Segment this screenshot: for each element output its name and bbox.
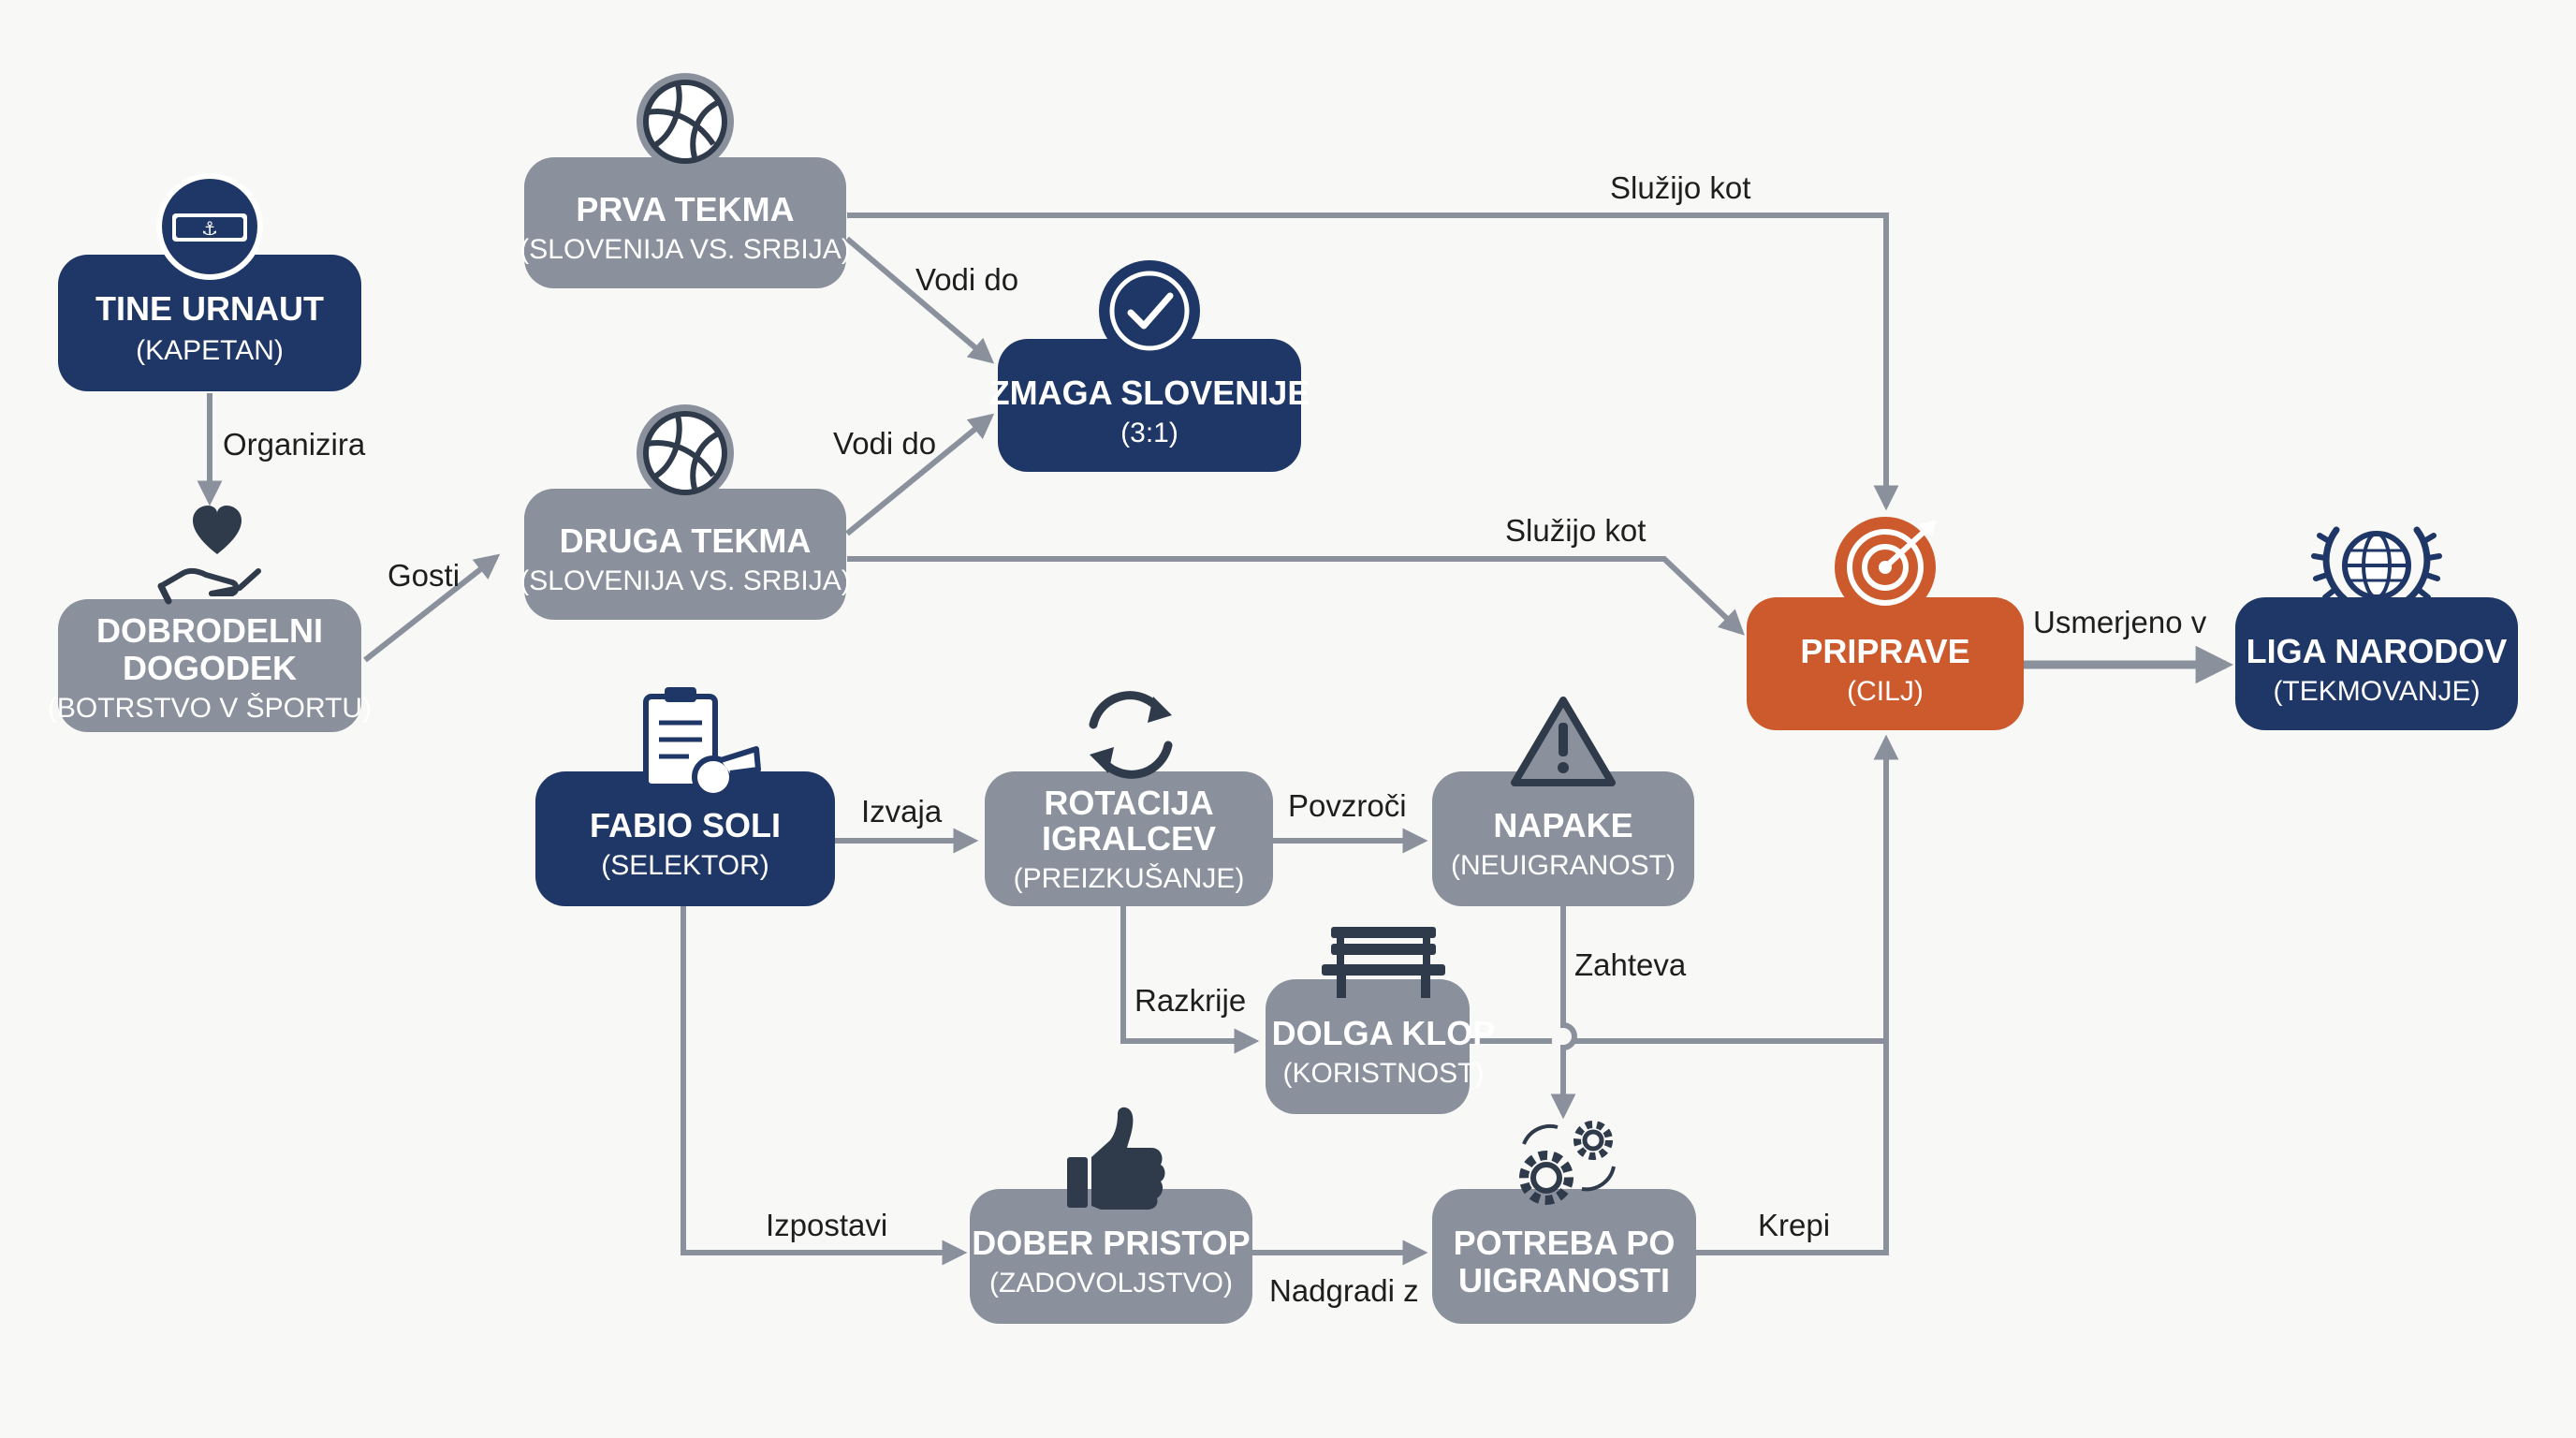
node-title: DRUGA TEKMA	[560, 521, 812, 560]
node-subtitle: (BOTRSTVO V ŠPORTU)	[48, 692, 372, 724]
edge-sluzijo-kot-1	[847, 213, 1899, 511]
rotation-arrows-icon	[1089, 691, 1173, 779]
node-dober-pristop[interactable]: DOBER PRISTOP (ZADOVOLJSTVO)	[970, 1107, 1252, 1324]
node-subtitle: (TEKMOVANJE)	[2273, 676, 2480, 707]
edge-izpostavi	[681, 906, 968, 1266]
node-fabio-soli[interactable]: FABIO SOLI (SELEKTOR)	[535, 687, 835, 906]
edge-krepi	[1696, 1041, 1889, 1255]
node-title-line1: DOBRODELNI	[96, 611, 323, 650]
captain-armband-icon: ⚓	[156, 173, 263, 280]
node-subtitle: (NEUIGRANOST)	[1451, 850, 1676, 881]
edge-vodi-do-1	[845, 236, 995, 364]
node-title-line1: POTREBA PO	[1454, 1224, 1676, 1262]
edge-sluzijo-kot-2	[847, 556, 1745, 636]
node-title: PRIPRAVE	[1800, 632, 1969, 670]
edge-label-vodi-do-2: Vodi do	[833, 426, 936, 461]
edge-gosti	[363, 553, 501, 663]
node-title: DOLGA KLOP	[1272, 1014, 1496, 1052]
target-icon	[1835, 517, 1936, 618]
node-subtitle: (KAPETAN)	[136, 335, 284, 366]
node-subtitle: (SELEKTOR)	[601, 850, 769, 881]
node-title-line2: UIGRANOSTI	[1458, 1261, 1670, 1299]
edge-label-izvaja: Izvaja	[861, 794, 943, 829]
node-subtitle: (3:1)	[1120, 418, 1178, 448]
node-title: NAPAKE	[1493, 806, 1632, 844]
bench-icon	[1322, 927, 1445, 998]
node-subtitle: (PREIZKUŠANJE)	[1014, 862, 1245, 894]
node-rotacija-igralcev[interactable]: ROTACIJA IGRALCEV (PREIZKUŠANJE)	[985, 691, 1273, 906]
node-liga-narodov[interactable]: LIGA NARODOV (TEKMOVANJE)	[2235, 526, 2518, 730]
node-title: TINE URNAUT	[95, 289, 324, 328]
svg-text:⚓: ⚓	[201, 217, 218, 240]
node-dobrodelni-dogodek[interactable]: DOBRODELNI DOGODEK (BOTRSTVO V ŠPORTU)	[48, 506, 372, 732]
heart-hand-icon	[157, 506, 261, 605]
node-potreba-po-uigranosti[interactable]: POTREBA PO UIGRANOSTI	[1432, 1121, 1696, 1324]
node-prva-tekma[interactable]: PRVA TEKMA (SLOVENIJA VS. SRBIJA)	[520, 73, 851, 288]
node-title-line2: IGRALCEV	[1042, 819, 1216, 858]
edge-label-razkrije: Razkrije	[1134, 983, 1246, 1018]
edge-label-usmerjeno-v: Usmerjeno v	[2033, 605, 2207, 639]
node-title: ZMAGA SLOVENIJE	[989, 374, 1310, 412]
node-dolga-klop[interactable]: DOLGA KLOP (KORISTNOST)	[1266, 927, 1495, 1114]
globe-laurel-icon	[2311, 526, 2442, 607]
node-subtitle: (SLOVENIJA VS. SRBIJA)	[520, 565, 850, 596]
edge-razkrije	[1120, 906, 1260, 1054]
edge-label-sluzijo-kot-1: Služijo kot	[1610, 170, 1750, 205]
volleyball-icon	[637, 73, 734, 170]
edge-label-sluzijo-kot-2: Služijo kot	[1505, 513, 1646, 548]
checkmark-icon	[1099, 260, 1200, 361]
node-subtitle: (SLOVENIJA VS. SRBIJA)	[520, 234, 850, 265]
node-druga-tekma[interactable]: DRUGA TEKMA (SLOVENIJA VS. SRBIJA)	[520, 404, 851, 620]
node-title: LIGA NARODOV	[2247, 632, 2508, 670]
edge-labels: Organizira Gosti Vodi do Vodi do Služijo…	[223, 170, 2207, 1308]
edge-label-krepi: Krepi	[1758, 1208, 1830, 1242]
thumbs-up-icon	[1067, 1107, 1165, 1210]
node-subtitle: (ZADOVOLJSTVO)	[989, 1268, 1233, 1299]
edge-label-zahteva: Zahteva	[1574, 947, 1687, 982]
node-priprave[interactable]: PRIPRAVE (CILJ)	[1747, 517, 2024, 730]
node-title: PRVA TEKMA	[576, 190, 794, 228]
node-tine-urnaut[interactable]: TINE URNAUT (KAPETAN) ⚓	[58, 173, 361, 391]
volleyball-icon	[637, 404, 734, 502]
edges	[197, 213, 2234, 1266]
node-subtitle: (KORISTNOST)	[1283, 1058, 1485, 1089]
edge-label-izpostavi: Izpostavi	[766, 1208, 887, 1242]
node-zmaga-slovenije[interactable]: ZMAGA SLOVENIJE (3:1)	[989, 260, 1310, 472]
clipboard-whistle-icon	[643, 687, 761, 799]
gears-icon	[1519, 1121, 1616, 1205]
edge-vodi-do-2	[845, 413, 995, 536]
edge-zahteva	[1550, 906, 1577, 1120]
edge-label-povzroci: Povzroči	[1288, 788, 1407, 823]
edge-label-gosti: Gosti	[388, 558, 460, 593]
node-title-line2: DOGODEK	[123, 649, 297, 687]
edge-label-organizira: Organizira	[223, 427, 366, 462]
node-title-line1: ROTACIJA	[1044, 784, 1213, 822]
node-napake[interactable]: NAPAKE (NEUIGRANOST)	[1432, 697, 1694, 906]
edge-label-vodi-do-1: Vodi do	[915, 262, 1018, 297]
node-title: DOBER PRISTOP	[972, 1224, 1250, 1262]
warning-icon	[1511, 697, 1616, 786]
edge-label-nadgradi-z: Nadgradi z	[1269, 1273, 1419, 1308]
node-title: FABIO SOLI	[590, 806, 781, 844]
node-subtitle: (CILJ)	[1847, 676, 1924, 707]
